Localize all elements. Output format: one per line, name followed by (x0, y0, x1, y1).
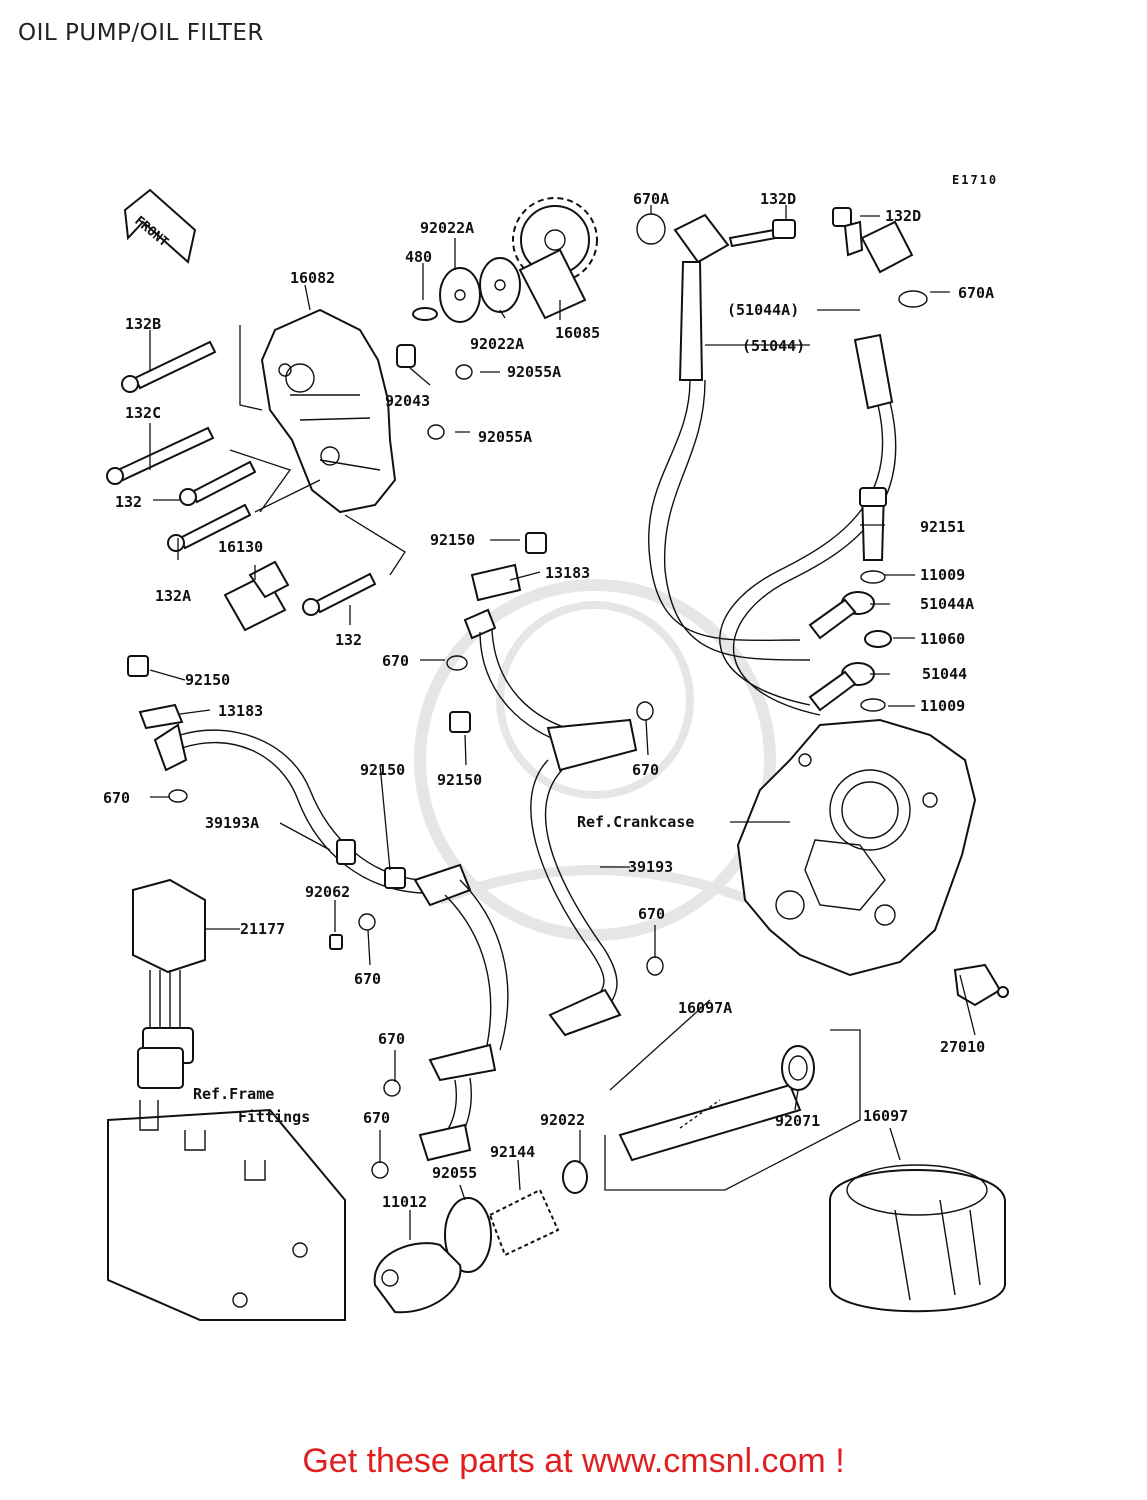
oil-pump-body (260, 308, 397, 514)
pump-small-parts (396, 257, 521, 440)
part-labels: 670A 132D 132D 670A 92022A 480 16082 132… (103, 190, 994, 1211)
label-13183-left[interactable]: 13183 (218, 702, 263, 720)
oil-filter-cartridge-16097 (829, 1164, 1006, 1313)
label-16082[interactable]: 16082 (290, 269, 335, 287)
crankcase (736, 718, 977, 977)
label-92150-left[interactable]: 92150 (185, 671, 230, 689)
label-132D-top[interactable]: 132D (760, 190, 796, 208)
oil-pipe-39193A (153, 723, 509, 1162)
label-92043[interactable]: 92043 (385, 392, 430, 410)
label-670-pipe[interactable]: 670 (632, 761, 659, 779)
label-13183-top[interactable]: 13183 (545, 564, 590, 582)
label-51044A-paren[interactable]: (51044A) (727, 301, 799, 319)
label-ref-frame[interactable]: Ref.Frame (193, 1085, 274, 1103)
label-21177[interactable]: 21177 (240, 920, 285, 938)
label-92022A-top[interactable]: 92022A (420, 219, 474, 237)
parts-diagram: E1710 FRONT (103, 173, 1009, 1321)
label-132-left[interactable]: 132 (115, 493, 142, 511)
oil-hose-51044A (719, 207, 928, 716)
connector-21177 (132, 878, 206, 1089)
label-39193[interactable]: 39193 (628, 858, 673, 876)
footer-link[interactable]: Get these parts at www.cmsnl.com ! (302, 1442, 845, 1480)
label-132D-right[interactable]: 132D (885, 207, 921, 225)
oil-filter-element-16097A (604, 1029, 861, 1191)
label-92151[interactable]: 92151 (920, 518, 965, 536)
label-670-right-pipe[interactable]: 670 (638, 905, 665, 923)
label-39193A[interactable]: 39193A (205, 814, 259, 832)
oil-hose-51044 (636, 213, 811, 661)
label-670A-right[interactable]: 670A (958, 284, 994, 302)
page-title: OIL PUMP/OIL FILTER (18, 20, 264, 46)
label-92055A-top[interactable]: 92055A (507, 363, 561, 381)
label-51044[interactable]: 51044 (922, 665, 967, 683)
diagram-code: E1710 (952, 173, 998, 187)
label-92071[interactable]: 92071 (775, 1112, 820, 1130)
label-132A[interactable]: 132A (155, 587, 191, 605)
label-27010[interactable]: 27010 (940, 1038, 985, 1056)
label-11012[interactable]: 11012 (382, 1193, 427, 1211)
label-16097A[interactable]: 16097A (678, 999, 732, 1017)
label-51044A[interactable]: 51044A (920, 595, 974, 613)
label-92022[interactable]: 92022 (540, 1111, 585, 1129)
label-16130[interactable]: 16130 (218, 538, 263, 556)
label-670A-top[interactable]: 670A (633, 190, 669, 208)
oil-pressure-switch-27010 (953, 963, 1009, 1007)
banjo-fittings (808, 487, 892, 712)
label-132B[interactable]: 132B (125, 315, 161, 333)
label-fittings[interactable]: Fittings (238, 1108, 310, 1126)
oil-pipe-39193 (446, 608, 664, 1037)
filter-bypass-parts (373, 1160, 588, 1314)
label-16097[interactable]: 16097 (863, 1107, 908, 1125)
label-670-bottom[interactable]: 670 (363, 1109, 390, 1127)
label-92150-top[interactable]: 92150 (430, 531, 475, 549)
pump-bolts (106, 340, 377, 616)
label-11060[interactable]: 11060 (920, 630, 965, 648)
label-132-bottom[interactable]: 132 (335, 631, 362, 649)
leader-lines (149, 205, 976, 1240)
label-92144[interactable]: 92144 (490, 1143, 535, 1161)
pipe-bolts (127, 532, 547, 1179)
front-arrow-icon: FRONT (123, 188, 197, 264)
label-11009-top[interactable]: 11009 (920, 566, 965, 584)
label-11009-bottom[interactable]: 11009 (920, 697, 965, 715)
pump-gear-16085 (512, 197, 598, 320)
label-16085[interactable]: 16085 (555, 324, 600, 342)
label-670-under-bolt[interactable]: 670 (354, 970, 381, 988)
frame-fittings (107, 1100, 346, 1321)
label-92055[interactable]: 92055 (432, 1164, 477, 1182)
label-480[interactable]: 480 (405, 248, 432, 266)
label-92055A-bottom[interactable]: 92055A (478, 428, 532, 446)
label-92150-mid[interactable]: 92150 (360, 761, 405, 779)
relief-valve-16130 (223, 560, 290, 632)
label-92062[interactable]: 92062 (305, 883, 350, 901)
label-92150-center[interactable]: 92150 (437, 771, 482, 789)
label-132C[interactable]: 132C (125, 404, 161, 422)
label-51044-paren[interactable]: (51044) (742, 337, 805, 355)
label-670-upper[interactable]: 670 (382, 652, 409, 670)
label-ref-crankcase[interactable]: Ref.Crankcase (577, 813, 694, 831)
label-92022A-bottom[interactable]: 92022A (470, 335, 524, 353)
label-670-lower[interactable]: 670 (378, 1030, 405, 1048)
label-670-left[interactable]: 670 (103, 789, 130, 807)
